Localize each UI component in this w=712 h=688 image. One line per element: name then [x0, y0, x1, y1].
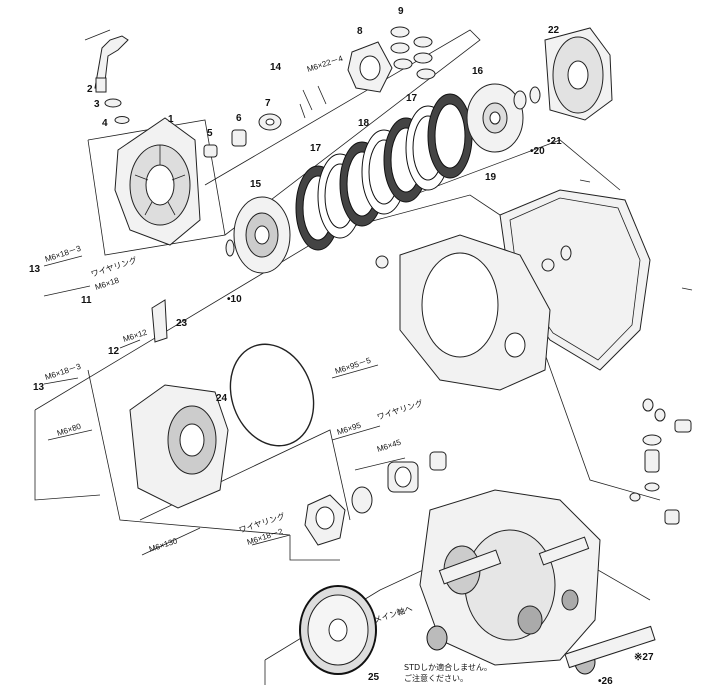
lower-crankcase-part	[419, 489, 601, 666]
large-o-ring-part	[229, 343, 315, 447]
label-part-2: 2	[87, 84, 93, 95]
label-part-3: 3	[94, 99, 100, 110]
label-part-15: 15	[250, 179, 262, 190]
note-std-line2: ご注意ください。	[404, 673, 468, 683]
label-part-14: 14	[270, 62, 282, 73]
label-part-7: 7	[265, 98, 271, 109]
crankcase-half-part	[399, 234, 551, 391]
label-part-21: •21	[547, 136, 562, 147]
label-part-27: ※27	[634, 652, 654, 663]
label-part-8: 8	[357, 26, 363, 37]
label-m6x45: M6×45	[376, 438, 403, 454]
label-m6x22-4: M6×22－4	[306, 54, 345, 74]
label-part-25: 25	[368, 672, 380, 683]
countershaft-part	[564, 625, 656, 669]
label-part-5: 5	[207, 128, 213, 139]
note-main-shaft: メイン軸へ	[373, 603, 414, 625]
clutch-hub-part	[225, 196, 291, 274]
label-part-11: 11	[81, 295, 92, 306]
label-wiring-b: ワイヤリング	[376, 398, 425, 422]
pushrod-parts	[203, 113, 282, 158]
label-part-17a: 17	[310, 143, 322, 154]
pressure-plate-part	[347, 41, 393, 93]
label-part-12: 12	[108, 346, 120, 357]
label-part-22: 22	[548, 25, 560, 36]
label-wiring-a: ワイヤリング	[90, 255, 139, 279]
note-std-line1: STDしか適合しません。	[404, 662, 492, 672]
label-m6x18-3b: M6×18－3	[44, 362, 83, 382]
label-part-4: 4	[102, 118, 108, 129]
part-number-labels: 1 2 3 4 5 6 7 8 9 •10 11 12 13 13 14 15 …	[29, 6, 654, 687]
o-ring-parts	[104, 98, 130, 124]
left-side-bolts	[43, 255, 406, 556]
label-part-17b: 17	[406, 93, 418, 104]
label-part-9: 9	[398, 6, 404, 17]
primary-driven-gear-part	[299, 585, 377, 675]
label-m6x95-5: M6×95－5	[334, 356, 373, 376]
label-part-18: 18	[358, 118, 370, 129]
clutch-basket-part	[544, 27, 613, 121]
label-part-6: 6	[236, 113, 242, 124]
clutch-cable-part	[84, 29, 129, 93]
oil-fittings-parts	[375, 179, 693, 525]
generator-cover-part	[129, 384, 229, 509]
label-part-13a: 13	[29, 264, 41, 275]
label-part-16: 16	[472, 66, 484, 77]
label-part-19: 19	[485, 172, 497, 183]
oil-filter-parts	[304, 451, 447, 546]
label-m6x12: M6×12	[122, 328, 149, 344]
label-part-1: 1	[168, 114, 174, 125]
washers-20-21	[513, 86, 541, 110]
label-part-20: •20	[530, 146, 545, 157]
clutch-springs-part	[390, 26, 436, 80]
label-m6x18: M6×18	[94, 276, 121, 292]
clutch-plates-stack	[295, 93, 473, 251]
bolts-14	[299, 85, 327, 119]
label-part-23: 23	[176, 318, 188, 329]
label-part-24: 24	[216, 393, 228, 404]
label-part-10: •10	[227, 294, 242, 305]
bracket-part	[151, 299, 168, 343]
clutch-cover-part	[114, 117, 201, 246]
label-part-26: •26	[598, 676, 613, 687]
label-part-13b: 13	[33, 382, 45, 393]
primary-gear-part	[466, 83, 524, 153]
label-m6x95: M6×95	[336, 421, 363, 437]
label-m6x130: M6×130	[148, 536, 179, 554]
